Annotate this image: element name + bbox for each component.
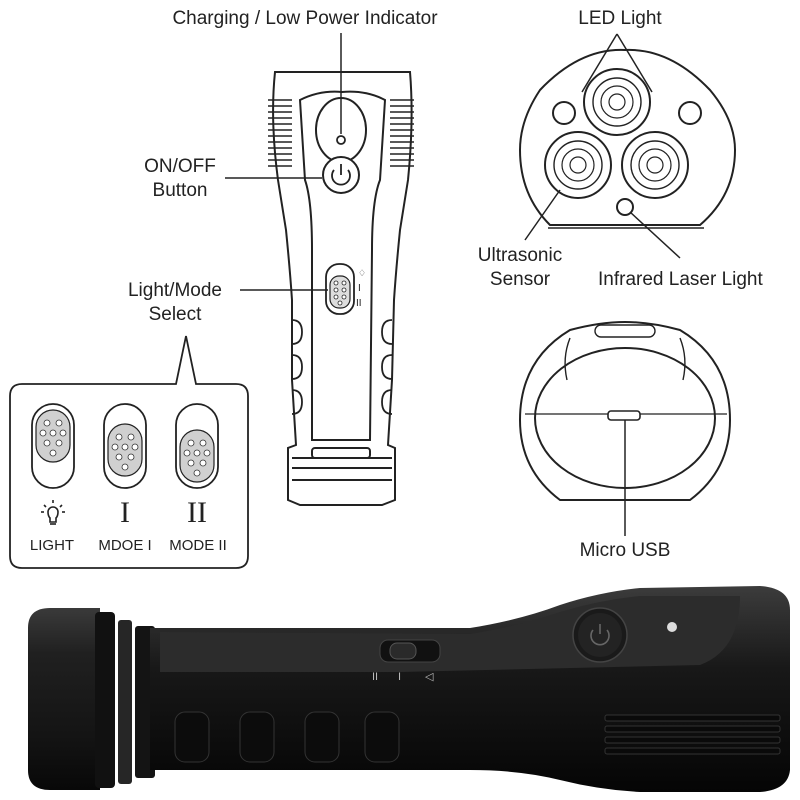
svg-text:I: I xyxy=(398,671,401,683)
front-view xyxy=(518,48,737,229)
mode-switch-light xyxy=(31,403,75,489)
mode-callout-box xyxy=(9,335,249,569)
light-mode-label-line2: Select xyxy=(148,304,202,325)
mode-one-label: MDOE I xyxy=(98,537,152,554)
svg-text:♢: ♢ xyxy=(358,268,366,278)
front-leader-lines xyxy=(524,33,681,259)
svg-text:◁: ◁ xyxy=(425,671,434,683)
svg-text:II: II xyxy=(372,671,378,683)
svg-text:I: I xyxy=(358,283,361,294)
bulb-icon xyxy=(41,500,65,525)
micro-usb-label: Micro USB xyxy=(579,540,671,561)
mode-one-symbol: I xyxy=(120,496,130,529)
power-button-drawing[interactable] xyxy=(322,156,360,194)
indicator-light-icon xyxy=(336,135,346,145)
on-off-label-line2: Button xyxy=(152,180,208,201)
ultrasonic-label-line1: Ultrasonic xyxy=(477,245,563,266)
light-mode-label-line1: Light/Mode xyxy=(127,280,222,301)
charging-indicator-label: Charging / Low Power Indicator xyxy=(172,8,438,29)
mode-switch-two xyxy=(175,403,219,489)
led-top xyxy=(583,68,651,136)
infrared-laser-label: Infrared Laser Light xyxy=(598,269,763,290)
side-grips-top xyxy=(291,319,393,415)
ultrasonic-sensor-icon-right xyxy=(678,101,702,125)
mode-two-label: MODE II xyxy=(169,537,227,554)
ultrasonic-label-line2: Sensor xyxy=(489,269,551,290)
mode-slider-drawing[interactable]: ♢ I II xyxy=(325,263,366,315)
flashlight-photo: II I ◁ xyxy=(28,586,790,792)
led-light-label: LED Light xyxy=(578,8,662,29)
grip-ribs-top xyxy=(268,99,414,167)
mode-two-symbol: II xyxy=(187,496,207,529)
led-left xyxy=(544,131,612,199)
micro-usb-port-icon xyxy=(607,410,641,421)
mode-light-label: LIGHT xyxy=(29,537,75,554)
laser-icon xyxy=(616,198,634,216)
ultrasonic-sensor-icon xyxy=(552,101,576,125)
leader-lines xyxy=(225,33,342,291)
mode-switch-one xyxy=(103,403,147,489)
led-right xyxy=(621,131,689,199)
on-off-label-line1: ON/OFF xyxy=(144,156,216,177)
flashlight-top-view xyxy=(268,71,414,506)
svg-text:II: II xyxy=(356,298,362,309)
